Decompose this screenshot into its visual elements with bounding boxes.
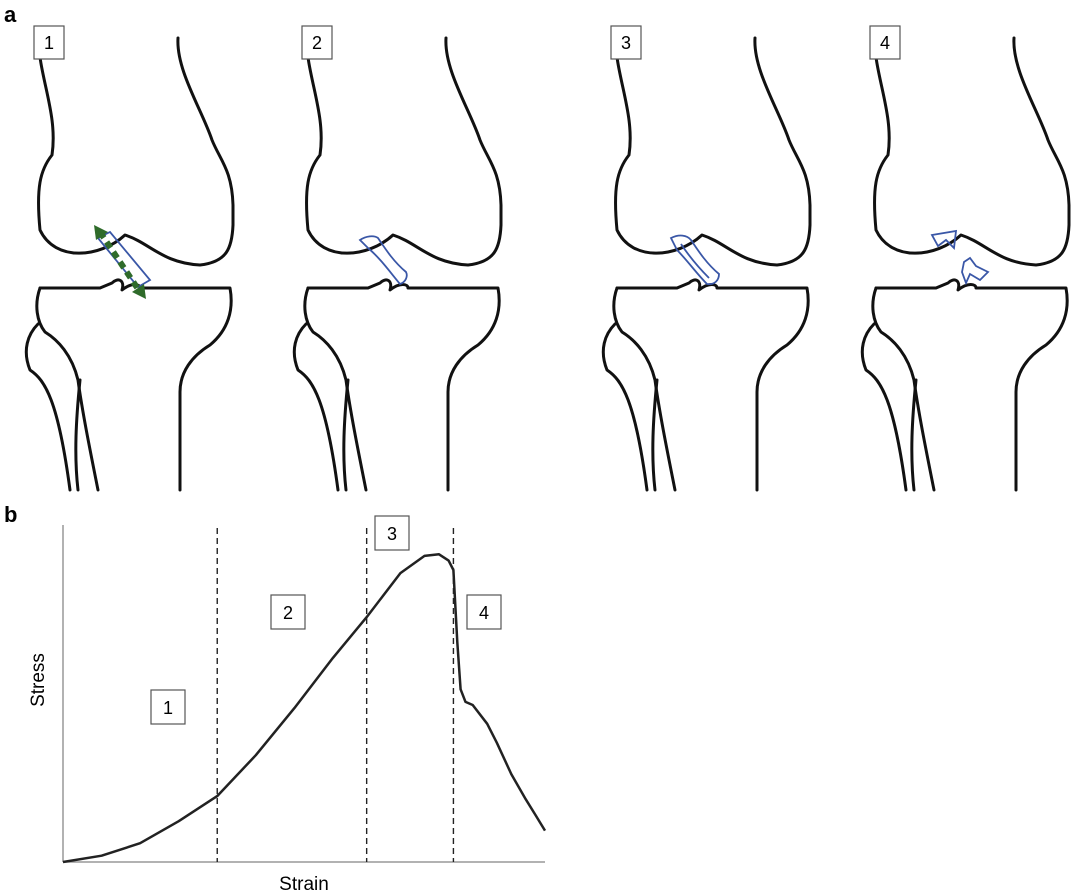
region-4-label: 4 bbox=[479, 603, 489, 623]
panel-b-letter: b bbox=[4, 502, 17, 527]
y-axis-label: Stress bbox=[28, 653, 49, 707]
acl-ruptured-lower-stump bbox=[962, 258, 988, 283]
region-3-label: 3 bbox=[387, 524, 397, 544]
panel-a-letter: a bbox=[4, 2, 17, 27]
stage-4-label: 4 bbox=[880, 33, 890, 53]
stage-3-label: 3 bbox=[621, 33, 631, 53]
stage-1-label: 1 bbox=[44, 33, 54, 53]
knee-diagram-3: 3 bbox=[603, 26, 810, 490]
acl-ligament-intact bbox=[98, 232, 150, 287]
stage-2-label: 2 bbox=[312, 33, 322, 53]
region-2-label: 2 bbox=[283, 603, 293, 623]
region-1-label: 1 bbox=[163, 698, 173, 718]
acl-ligament-partial-tear bbox=[671, 236, 719, 285]
x-axis-label: Strain bbox=[279, 874, 329, 895]
stress-strain-chart: 1 2 3 4 Strain Stress bbox=[28, 516, 545, 895]
knee-diagram-2: 2 bbox=[294, 26, 501, 490]
knee-diagram-1: 1 bbox=[26, 26, 233, 490]
knee-diagram-4: 4 bbox=[862, 26, 1069, 490]
